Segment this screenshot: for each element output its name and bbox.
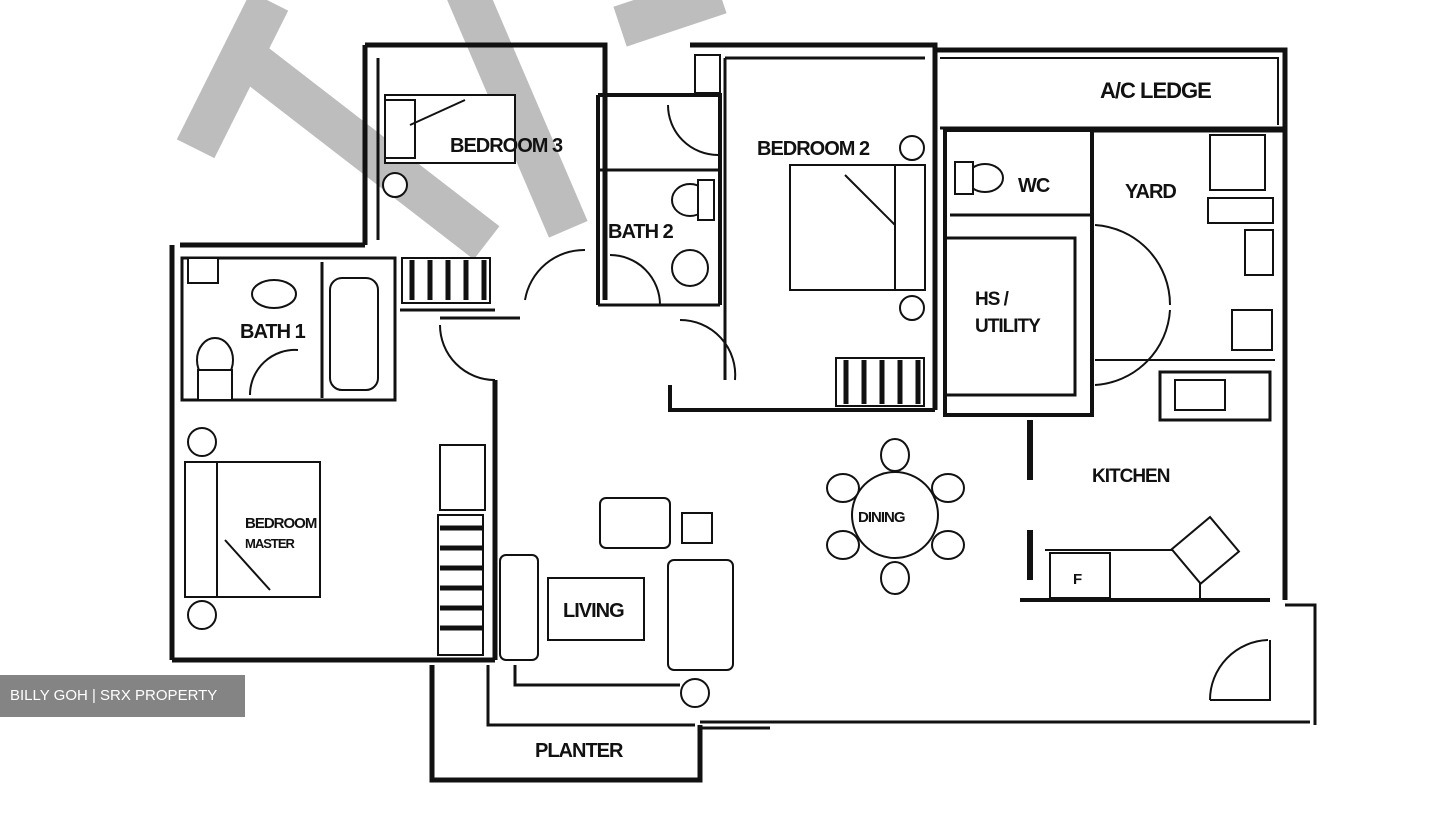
wardrobe-hatching: [409, 260, 921, 631]
label-hs-utility-line2: UTILITY: [975, 316, 1041, 337]
watermark-credit: BILLY GOH | SRX PROPERTY: [0, 675, 245, 717]
label-wc: WC: [1018, 175, 1050, 197]
label-fridge: F: [1073, 571, 1082, 588]
label-living: LIVING: [563, 600, 624, 622]
label-master-line2: MASTER: [245, 536, 296, 551]
label-bedroom-2: BEDROOM 2: [757, 138, 870, 160]
label-yard: YARD: [1125, 181, 1176, 203]
label-bath-1: BATH 1: [240, 321, 306, 343]
label-kitchen: KITCHEN: [1092, 466, 1170, 487]
label-bath-2: BATH 2: [608, 221, 674, 243]
furniture: [184, 54, 1274, 708]
label-dining: DINING: [858, 509, 905, 526]
label-planter: PLANTER: [535, 740, 624, 762]
label-bedroom-3: BEDROOM 3: [450, 135, 563, 157]
label-ac-ledge: A/C LEDGE: [1100, 78, 1211, 103]
label-master-line1: BEDROOM: [245, 515, 317, 532]
door-swings: [248, 104, 1269, 701]
label-hs-utility-line1: HS /: [975, 289, 1010, 310]
